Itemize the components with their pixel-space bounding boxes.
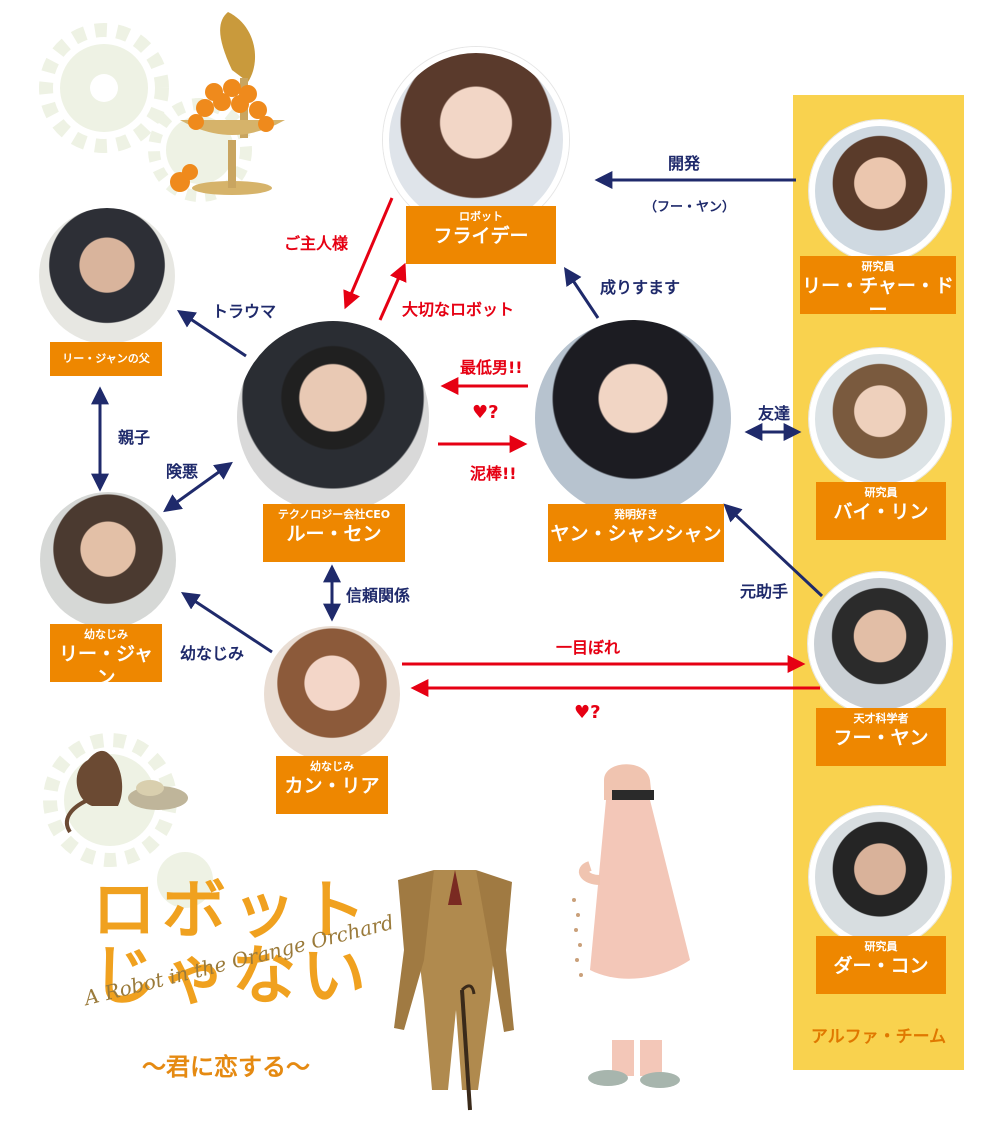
- role-fuyan: 天才科学者: [853, 712, 909, 725]
- name-kanglia: カン・リア: [284, 775, 380, 797]
- name-lijiang: リー・ジャン: [58, 643, 154, 689]
- label-lusen: テクノロジー会社CEO ルー・セン: [263, 504, 405, 562]
- label-lichado: 研究員 リー・チャー・ドー: [800, 256, 956, 321]
- rel-heart-q1: ♥?: [472, 402, 499, 423]
- role-lijiang: 幼なじみ: [84, 628, 128, 641]
- arrow-former-assistant: [723, 503, 824, 598]
- suit-illustration: [394, 870, 514, 1111]
- rel-develop: 開発: [668, 154, 701, 173]
- rel-friend: 友達: [758, 404, 791, 423]
- rel-master: ご主人様: [284, 234, 349, 253]
- arrow-trauma: [177, 310, 247, 358]
- role-yang: 発明好き: [614, 508, 658, 521]
- rel-impersonate: 成りすます: [600, 278, 681, 297]
- name-fuyan: フー・ヤン: [833, 727, 929, 749]
- portrait-yang[interactable]: [535, 320, 731, 516]
- name-lusen: ルー・セン: [286, 523, 382, 545]
- role-lusen: テクノロジー会社CEO: [277, 508, 391, 521]
- orange-fruit-stand-illustration: [170, 12, 285, 195]
- role-lichado: 研究員: [861, 260, 895, 273]
- rel-trust: 信頼関係: [346, 586, 411, 605]
- title-line1: ロボット: [92, 874, 372, 948]
- label-father: リー・ジャンの父: [50, 342, 162, 376]
- label-friday: ロボット フライデー: [406, 206, 556, 264]
- portrait-fuyan[interactable]: [808, 572, 952, 716]
- label-kanglia: 幼なじみ カン・リア: [276, 756, 388, 814]
- rel-precious-robot: 大切なロボット: [402, 300, 515, 319]
- portrait-lichado[interactable]: [809, 120, 951, 262]
- rel-heart-q2: ♥?: [574, 702, 601, 723]
- rel-parent-child: 親子: [118, 428, 151, 447]
- cat-and-turtle-illustration: [64, 750, 188, 834]
- portrait-kanglia[interactable]: [264, 626, 400, 762]
- arrow-precious-robot: [378, 262, 407, 321]
- rel-love-at-first-sight: 一目ぼれ: [556, 638, 621, 657]
- rel-hostile: 険悪: [166, 462, 199, 481]
- title-logo: ロボット じゃない: [92, 878, 372, 1010]
- portrait-lijiang[interactable]: [40, 492, 176, 628]
- label-fuyan: 天才科学者 フー・ヤン: [816, 708, 946, 766]
- name-lichado: リー・チャー・ドー: [802, 275, 954, 321]
- arrow-impersonate: [564, 267, 600, 319]
- label-dakon: 研究員 ダー・コン: [816, 936, 946, 994]
- rel-childhood-friend: 幼なじみ: [180, 644, 245, 663]
- role-dakon: 研究員: [864, 940, 898, 953]
- name-bailin: バイ・リン: [833, 501, 929, 523]
- label-yang: 発明好き ヤン・シャンシャン: [548, 504, 724, 562]
- name-yang: ヤン・シャンシャン: [550, 523, 722, 545]
- role-father: リー・ジャンの父: [62, 352, 150, 365]
- portrait-bailin[interactable]: [809, 348, 951, 490]
- rel-worst-man: 最低男!!: [460, 358, 523, 377]
- rel-thief: 泥棒!!: [470, 464, 517, 483]
- label-bailin: 研究員 バイ・リン: [816, 482, 946, 540]
- rel-develop-note: （フー・ヤン）: [644, 200, 736, 215]
- portrait-father[interactable]: [39, 208, 175, 344]
- role-friday: ロボット: [459, 210, 503, 223]
- rel-former-assistant: 元助手: [740, 582, 789, 601]
- role-bailin: 研究員: [864, 486, 898, 499]
- portrait-dakon[interactable]: [809, 806, 951, 948]
- label-lijiang: 幼なじみ リー・ジャン: [50, 624, 162, 689]
- alpha-team-name: アルファ・チーム: [810, 1027, 947, 1047]
- portrait-lusen[interactable]: [237, 321, 429, 513]
- arrow-hostile: [163, 461, 233, 513]
- name-dakon: ダー・コン: [833, 955, 929, 977]
- role-kanglia: 幼なじみ: [310, 760, 354, 773]
- hooded-robot-figure-illustration: [572, 764, 690, 1088]
- arrow-master: [343, 197, 394, 310]
- rel-trauma: トラウマ: [212, 302, 277, 321]
- name-friday: フライデー: [433, 225, 529, 247]
- title-line2: じゃない: [92, 940, 372, 1014]
- arrow-childhood-friend: [180, 592, 273, 654]
- title-tagline: ～君に恋する～: [142, 1053, 310, 1081]
